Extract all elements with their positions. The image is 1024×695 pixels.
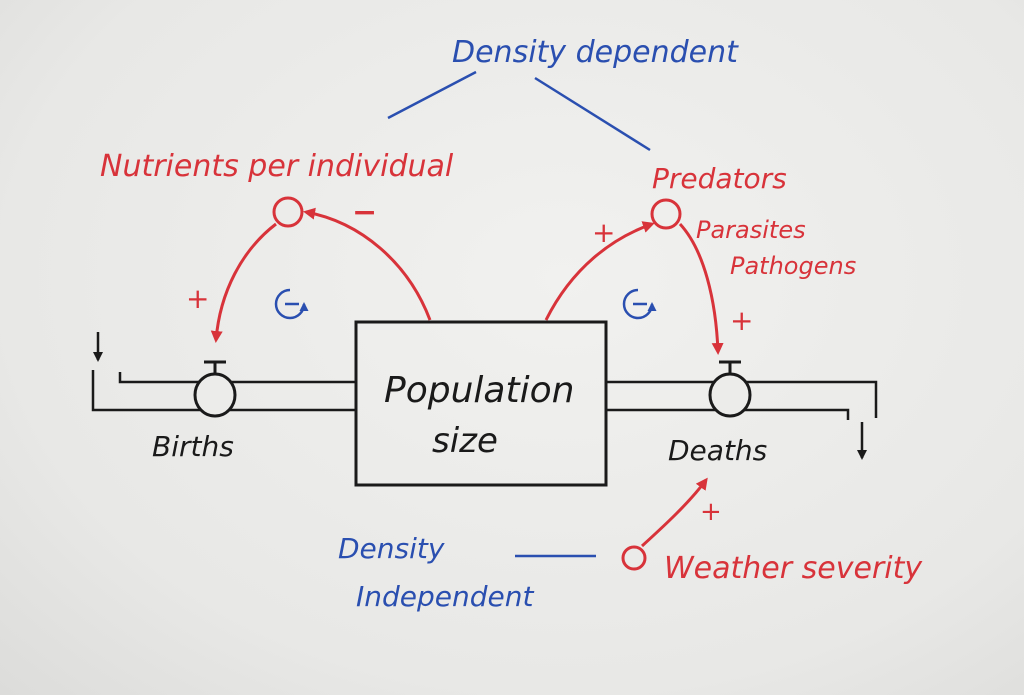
population-label-line1: Population bbox=[384, 370, 574, 411]
pop-to-nutrients-arrow bbox=[303, 207, 432, 321]
nutrients-node bbox=[272, 196, 304, 228]
parasites-label: Parasites bbox=[696, 216, 806, 244]
weather-to-deaths-arrow bbox=[640, 477, 708, 548]
density-dependent-connector-left bbox=[387, 70, 477, 120]
deaths-pipe-top bbox=[606, 380, 878, 418]
density-independent-label-line2: Independent bbox=[356, 580, 534, 613]
polarity-weather-to-deaths: + bbox=[700, 497, 722, 527]
population-stock-box bbox=[354, 320, 608, 487]
balancing-loop-right-icon bbox=[622, 288, 657, 320]
polarity-pop-to-predators: + bbox=[592, 216, 615, 249]
births-pipe-bottom bbox=[91, 370, 356, 412]
weather-label: Weather severity bbox=[664, 551, 923, 586]
population-label-line2: size bbox=[432, 421, 498, 461]
density-dependent-label: Density dependent bbox=[452, 35, 739, 70]
density-dependent-connector-right bbox=[534, 76, 651, 152]
deaths-valve-icon bbox=[708, 360, 752, 418]
nutrients-to-births-arrow bbox=[210, 222, 277, 343]
polarity-predators-to-deaths: + bbox=[730, 304, 753, 337]
births-label: Births bbox=[152, 430, 234, 463]
balancing-loop-left-icon bbox=[274, 288, 309, 320]
polarity-nutrients-to-births: + bbox=[186, 282, 209, 315]
predators-node bbox=[650, 198, 682, 230]
pathogens-label: Pathogens bbox=[730, 252, 856, 280]
births-pipe-top bbox=[118, 372, 356, 384]
deaths-pipe-bottom bbox=[606, 408, 850, 420]
weather-node bbox=[621, 545, 647, 571]
deaths-label: Deaths bbox=[668, 434, 767, 467]
births-valve-icon bbox=[193, 360, 237, 418]
predators-label: Predators bbox=[652, 162, 787, 195]
polarity-pop-to-nutrients: − bbox=[352, 195, 377, 230]
density-independent-label-line1: Density bbox=[338, 532, 445, 565]
predators-to-deaths-arrow bbox=[678, 222, 724, 355]
nutrients-label: Nutrients per individual bbox=[100, 149, 454, 184]
pop-to-predators-arrow bbox=[544, 221, 655, 321]
